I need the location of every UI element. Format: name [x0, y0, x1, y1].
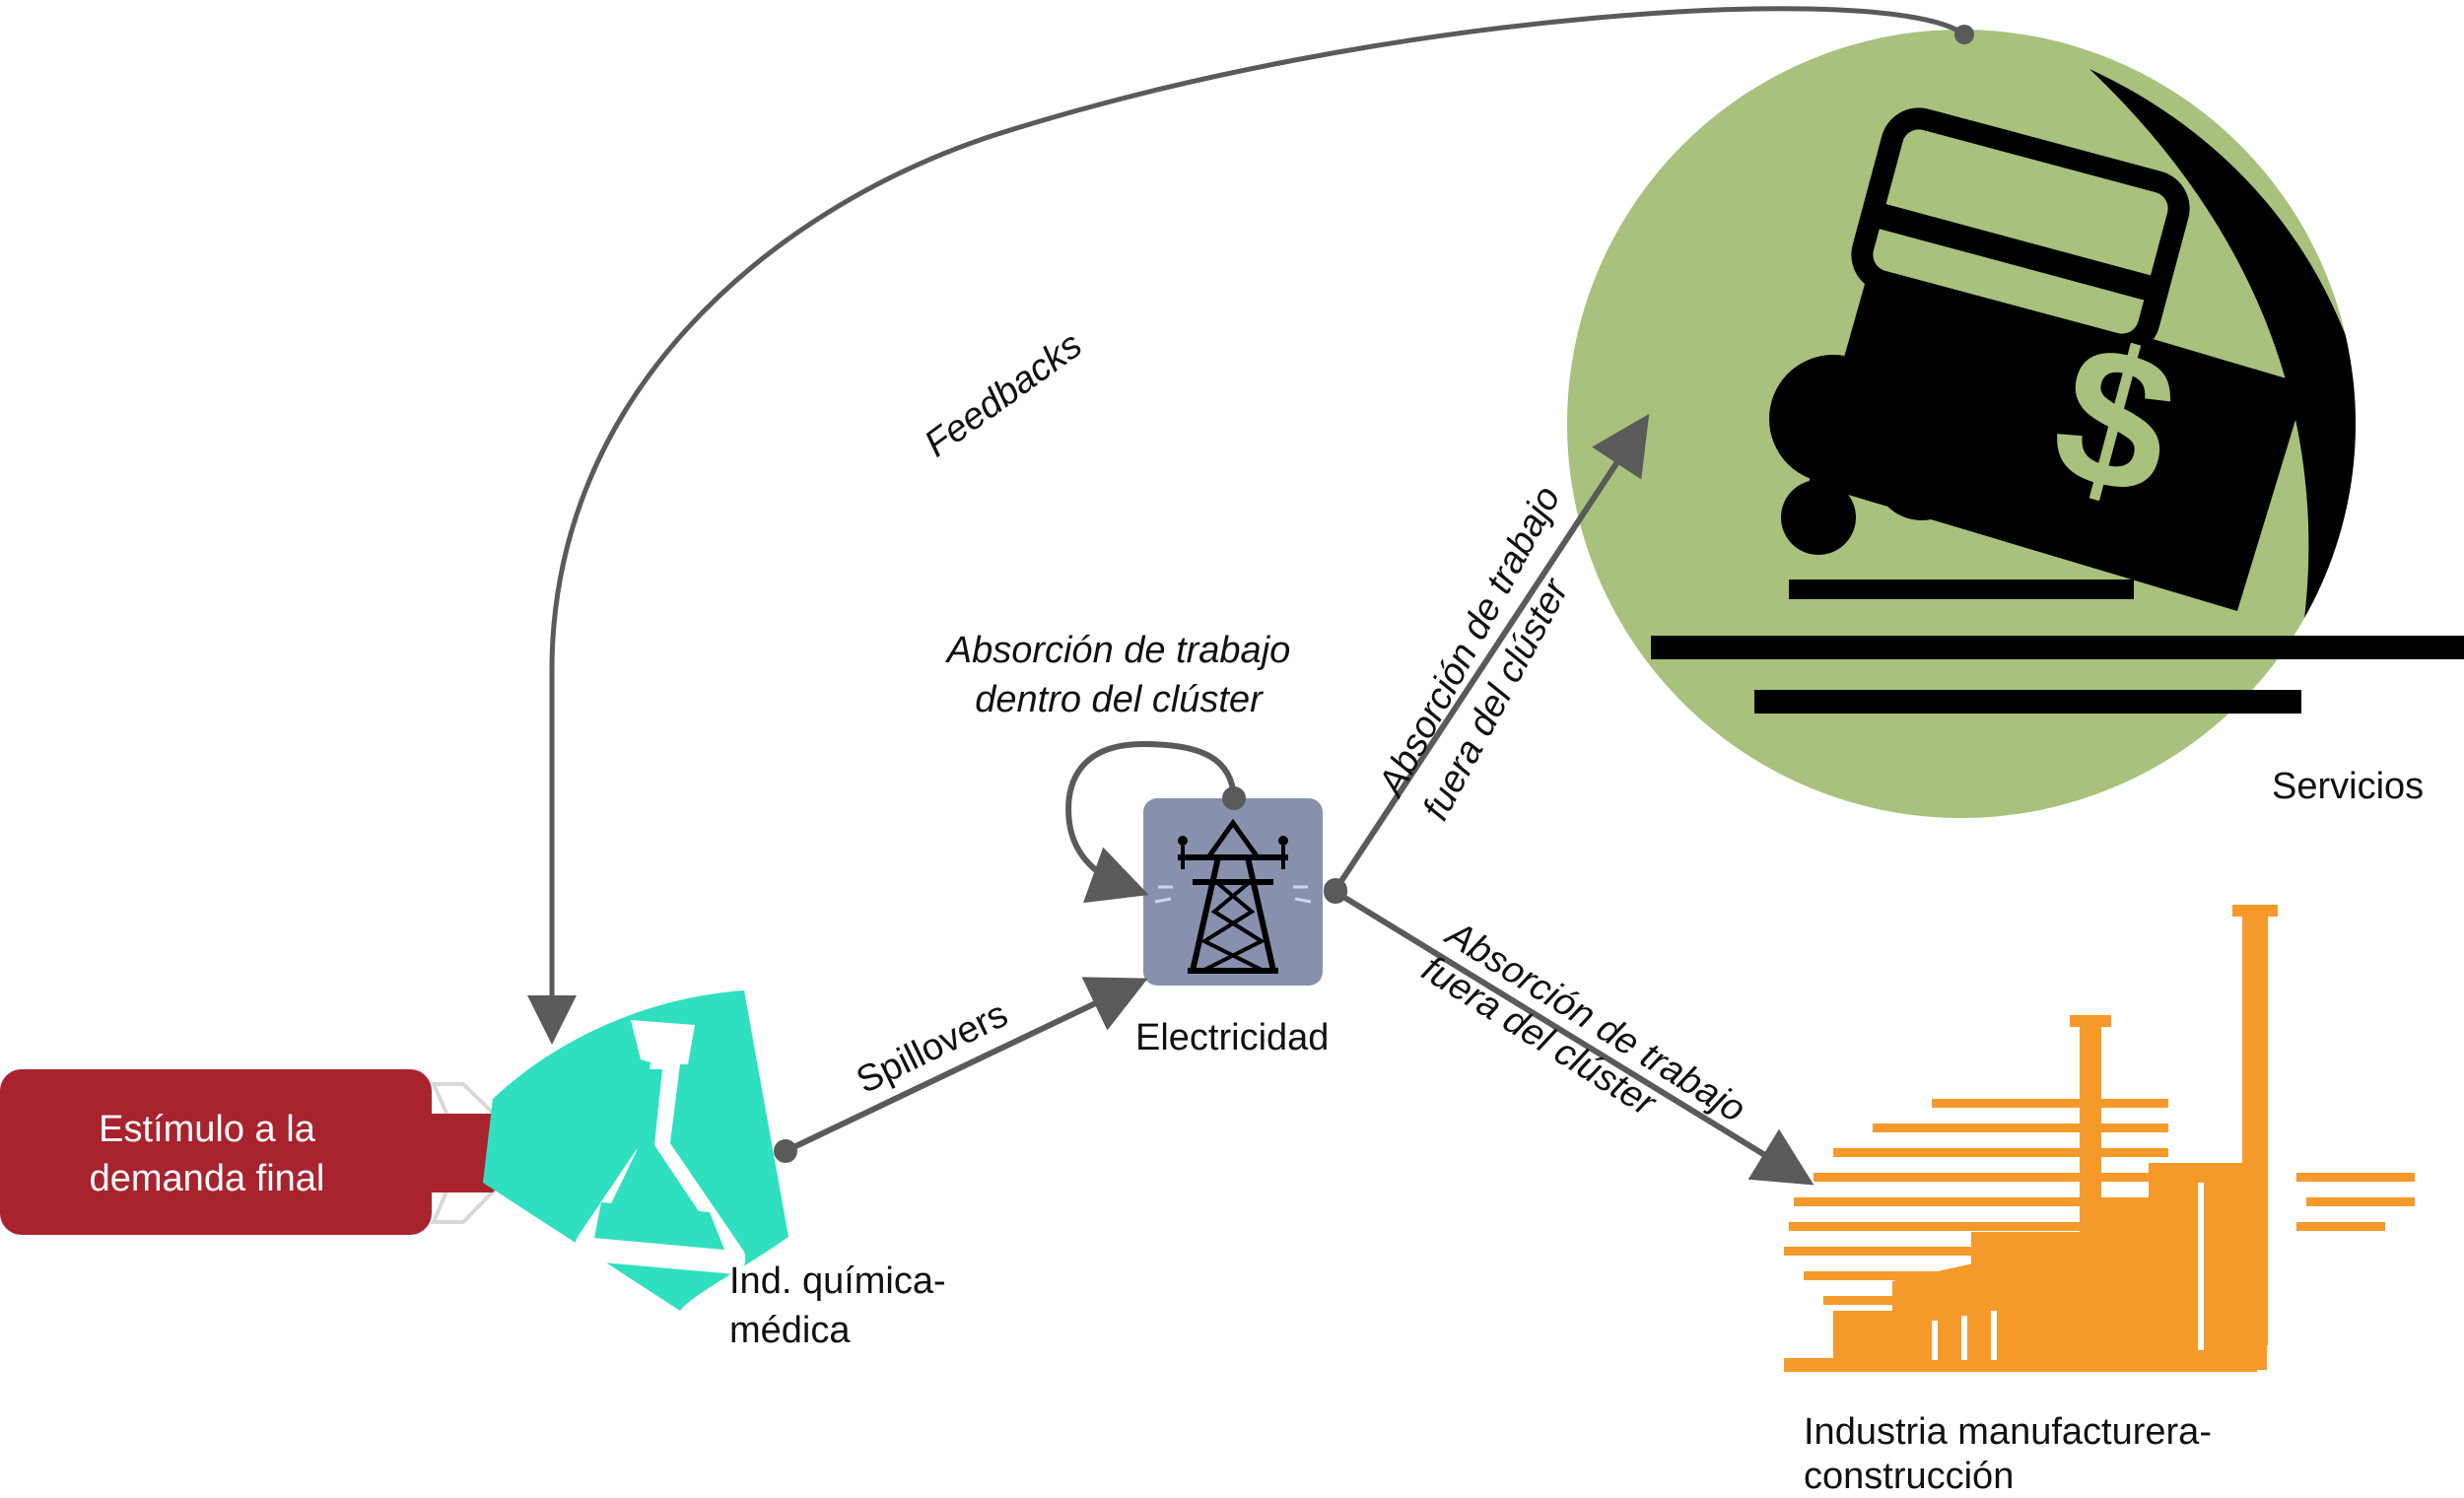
services-label: Servicios [2272, 766, 2424, 807]
edge-self-loop: Absorción de trabajo dentro del clúster [945, 630, 1291, 904]
self-loop-label-line2: dentro del clúster [975, 679, 1264, 720]
edge-to-services: Absorción de trabajo fuera del clúster [1324, 413, 1650, 902]
factory-icon [1784, 905, 2415, 1372]
manufacturing-label-line2: construcción [1804, 1456, 2014, 1497]
feedbacks-label: Feedbacks [918, 324, 1090, 465]
chemical-label-line1: Ind. química- [729, 1260, 946, 1302]
services-node: $ Servicios [1567, 30, 2464, 818]
spillovers-label: Spillovers [851, 993, 1014, 1102]
edge-spillovers: Spillovers [774, 977, 1148, 1163]
electricity-label: Electricidad [1135, 1017, 1329, 1058]
power-tower-icon [1143, 798, 1323, 986]
flask-icon [483, 990, 788, 1311]
stimulus-label-line1: Estímulo a la [99, 1109, 316, 1150]
chemical-label-line2: médica [729, 1310, 851, 1351]
red-arrow-box [0, 1069, 535, 1235]
manufacturing-label-line1: Industria manufacturera- [1804, 1411, 2212, 1453]
manufacturing-node: Industria manufacturera- construcción [1784, 905, 2415, 1497]
chemical-node: Ind. química- médica [483, 990, 946, 1351]
edge-to-manufacturing: Absorción de trabajo fuera del clúster [1324, 880, 1814, 1186]
money-card-icon: $ [1567, 30, 2464, 818]
stimulus-label-line2: demanda final [90, 1158, 325, 1199]
self-loop-label-line1: Absorción de trabajo [945, 630, 1291, 671]
electricity-node: Electricidad [1135, 798, 1329, 1058]
stimulus-node: Estímulo a la demanda final [0, 1069, 535, 1235]
